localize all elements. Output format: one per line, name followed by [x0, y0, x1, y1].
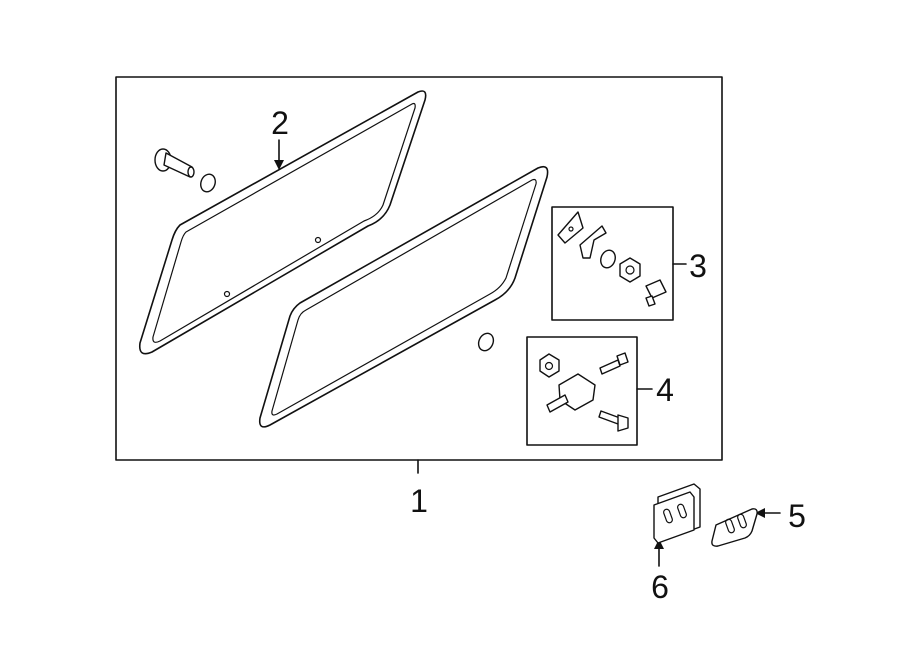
plate-part-5 [711, 508, 758, 547]
glass-hole-icon [223, 290, 231, 298]
callout-5: 5 [788, 498, 806, 534]
bracket-clip-icon [579, 225, 607, 259]
glass-panel-left [138, 90, 427, 355]
arrow-5-icon [755, 508, 765, 518]
bracket-part-6 [653, 483, 701, 544]
glass-panel-right [258, 165, 549, 428]
screw-icon [599, 359, 621, 375]
bolt-icon [154, 148, 195, 178]
callout-1: 1 [410, 483, 428, 519]
hardware-kit-4-parts [539, 352, 629, 432]
arrow-2-icon [274, 160, 284, 170]
washer-icon [600, 249, 616, 269]
callout-3: 3 [689, 248, 707, 284]
assembly-frame [115, 76, 723, 461]
callout-4: 4 [656, 372, 674, 408]
grommet-icon [477, 332, 495, 352]
callout-6: 6 [651, 569, 669, 605]
hardware-kit-box-4 [526, 336, 638, 446]
glass-hole-icon [314, 236, 322, 244]
hardware-kit-3-parts [557, 211, 667, 307]
bolt-icon [598, 410, 621, 425]
callout-2: 2 [271, 105, 289, 141]
nut-icon [619, 257, 641, 283]
arrow-6-icon [654, 539, 664, 549]
fastener-icon [645, 279, 667, 299]
nut-icon [539, 353, 560, 378]
washer-icon [200, 173, 216, 193]
